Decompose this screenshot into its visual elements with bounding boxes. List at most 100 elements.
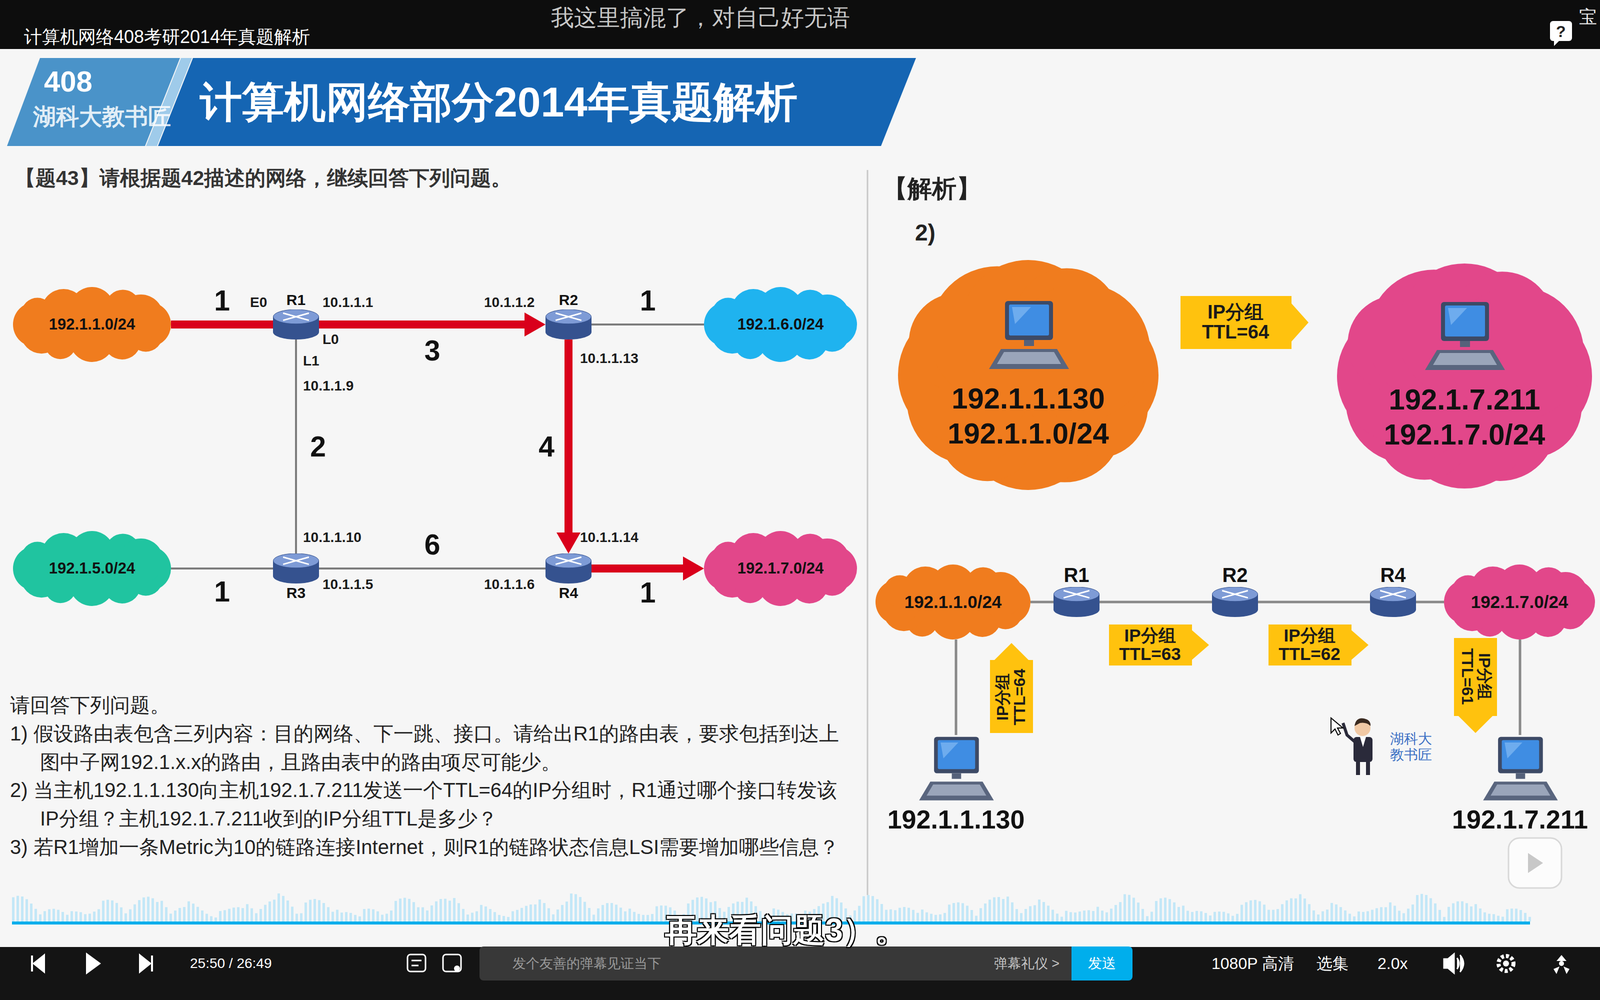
wave-bar xyxy=(570,893,573,922)
interface-label: 10.1.1.1 xyxy=(322,294,373,311)
wave-bar xyxy=(1443,917,1446,922)
wave-bar xyxy=(601,905,604,922)
link-line xyxy=(1520,639,1521,735)
wave-bar xyxy=(1020,913,1023,922)
wave-bar xyxy=(952,903,955,922)
speed-button: 2.0x xyxy=(1377,954,1408,973)
wave-bar xyxy=(556,909,559,922)
wave-bar xyxy=(1483,912,1486,922)
wave-bar xyxy=(453,898,456,922)
wave-bar xyxy=(1002,899,1005,922)
wave-bar xyxy=(1132,897,1135,922)
wave-bar xyxy=(1195,911,1198,922)
wave-bar xyxy=(511,911,514,922)
wave-bar xyxy=(1222,912,1225,922)
wave-bar xyxy=(291,906,294,922)
screen-glare xyxy=(940,742,958,759)
wave-bar xyxy=(79,912,82,922)
connector-line xyxy=(591,564,684,573)
screen-glare xyxy=(1448,308,1467,325)
metric-label: 1 xyxy=(640,286,656,315)
tag-node: IP分组 TTL=62 xyxy=(1268,624,1369,666)
router-arrows xyxy=(555,557,582,564)
wave-bar xyxy=(574,894,577,922)
monitor-stand xyxy=(1460,341,1470,347)
monitor-screen xyxy=(1009,304,1049,336)
wave-bar xyxy=(115,903,118,922)
wave-bar xyxy=(237,907,240,922)
wave-bar xyxy=(1470,906,1473,922)
time-display: 25:50 / 26:49 xyxy=(190,955,272,972)
wave-bar xyxy=(1461,901,1464,922)
wave-bar xyxy=(88,913,91,922)
tag-head xyxy=(1191,629,1209,661)
slide-ground xyxy=(0,49,1600,947)
router-label: R2 xyxy=(1222,565,1248,585)
question-item: 2) 当主机192.1.1.130向主机192.1.7.211发送一个TTL=6… xyxy=(10,776,855,833)
wave-bar xyxy=(241,908,244,922)
network-label: 192.1.1.0/24 xyxy=(947,416,1109,451)
input-node: 发个友善的弹幕见证当下弹幕礼仪 > xyxy=(479,946,1072,981)
wave-bar xyxy=(160,901,163,922)
wave-bar xyxy=(1056,913,1059,922)
cloud-fill xyxy=(13,531,171,606)
wave-bar xyxy=(655,906,658,922)
router-arrows xyxy=(283,557,309,564)
mascot-name: 湖科大教书匠 xyxy=(1390,731,1434,763)
wave-bar xyxy=(1047,905,1050,922)
wave-bar xyxy=(552,914,555,922)
wave-bar xyxy=(939,914,942,922)
wave-bar xyxy=(637,914,640,922)
wave-bar xyxy=(1006,896,1009,922)
teacher-shirt xyxy=(1360,737,1366,747)
wave-bar xyxy=(277,893,280,922)
router-arrows xyxy=(1222,590,1248,598)
wave-bar xyxy=(34,909,37,922)
wave-bar xyxy=(1474,904,1477,922)
wave-bar xyxy=(1501,916,1504,922)
tag-body xyxy=(1268,624,1352,666)
keyboard xyxy=(1483,781,1558,800)
wave-bar xyxy=(1290,898,1293,922)
connector-line xyxy=(1416,601,1444,604)
wave-bar xyxy=(1348,913,1351,922)
episodes-button: 选集 xyxy=(1316,954,1349,973)
network-label: 192.1.1.130 xyxy=(951,381,1105,416)
wave-bar xyxy=(439,899,442,922)
connector-line xyxy=(295,339,297,554)
metric-label: 1 xyxy=(214,577,230,606)
question-heading: 【题43】请根据题42描述的网络，继续回答下列问题。 xyxy=(15,166,512,191)
monitor-screen xyxy=(1445,305,1485,337)
wave-bar xyxy=(1029,906,1032,922)
router-arrows xyxy=(1063,590,1090,598)
wave-bar xyxy=(633,912,636,922)
wave-bar xyxy=(349,913,352,922)
cloud-fill xyxy=(13,287,171,362)
send-button-label: 发送 xyxy=(1088,954,1116,973)
wave-bar xyxy=(1105,912,1108,922)
cloud-fill xyxy=(1444,564,1595,640)
cloud-node: 192.1.6.0/24 xyxy=(704,287,857,362)
help-bubble-tail xyxy=(1554,41,1559,46)
wave-bar xyxy=(597,908,600,922)
wave-bar xyxy=(1519,910,1522,922)
wave-bar xyxy=(376,911,379,922)
cloud-node: 192.1.7.0/24 xyxy=(704,531,857,606)
wave-bar xyxy=(264,905,267,922)
router-label: R1 xyxy=(1063,565,1089,585)
etiquette-link: 弹幕礼仪 > xyxy=(994,954,1060,973)
video-title: 计算机网络408考研2014年真题解析 xyxy=(24,26,310,48)
router-icon xyxy=(273,309,319,340)
wave-bar xyxy=(534,904,537,922)
wave-bar xyxy=(606,903,609,922)
interface-label: 10.1.1.13 xyxy=(580,350,639,367)
wave-bar xyxy=(268,901,271,922)
tag-head xyxy=(1290,302,1309,343)
router-node: R1 xyxy=(273,309,319,340)
wave-bar xyxy=(1272,910,1275,922)
wave-bar xyxy=(340,912,343,922)
wave-bar xyxy=(142,897,145,922)
tag-node: IP分组 TTL=63 xyxy=(1109,624,1209,666)
router-icon xyxy=(545,553,592,584)
